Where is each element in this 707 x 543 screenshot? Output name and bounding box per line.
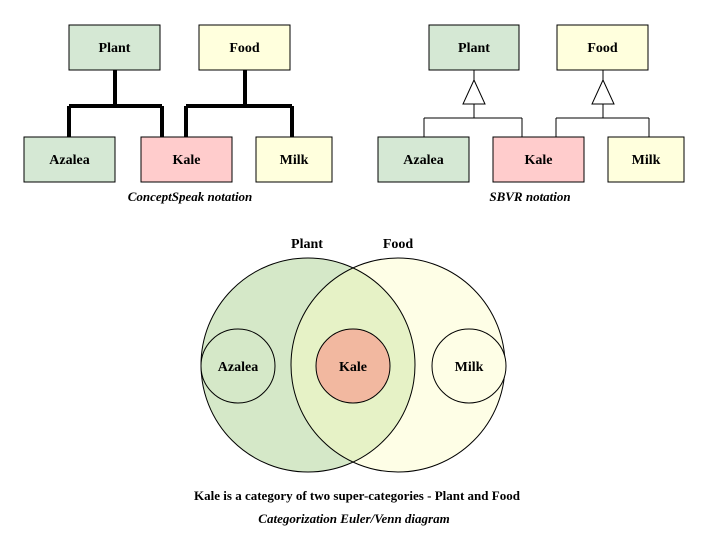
sbvr-node-milk bbox=[607, 136, 685, 183]
generalization-arrow-plant bbox=[462, 78, 486, 105]
connector-plant-children bbox=[67, 70, 164, 137]
cs-node-plant bbox=[68, 24, 161, 71]
conceptspeak-caption: ConceptSpeak notation bbox=[128, 189, 253, 204]
sbvr-node-food-label: Food bbox=[587, 41, 618, 56]
sbvr-node-plant-label: Plant bbox=[458, 41, 490, 56]
cs-node-plant-label: Plant bbox=[99, 41, 131, 56]
venn-food-label: Food bbox=[383, 237, 414, 252]
generalization-arrow-food bbox=[591, 78, 615, 105]
venn-diagram: Plant Food Azalea Kale Milk Kale is a ca… bbox=[194, 237, 521, 526]
conceptspeak-diagram: Plant Food Azalea Kale Milk ConceptSpeak… bbox=[23, 24, 333, 204]
sbvr-caption: SBVR notation bbox=[489, 189, 570, 204]
sbvr-node-plant bbox=[428, 24, 520, 71]
cs-node-kale bbox=[140, 136, 233, 183]
sbvr-node-kale-label: Kale bbox=[525, 153, 553, 168]
cs-node-food-label: Food bbox=[229, 41, 260, 56]
cs-node-kale-label: Kale bbox=[173, 153, 201, 168]
sbvr-connectors bbox=[423, 70, 650, 137]
venn-plant-label: Plant bbox=[291, 237, 323, 252]
venn-summary: Kale is a category of two super-categori… bbox=[194, 488, 521, 503]
venn-kale-label: Kale bbox=[339, 360, 367, 375]
cs-node-milk-label: Milk bbox=[280, 153, 309, 168]
sbvr-node-azalea-label: Azalea bbox=[403, 153, 443, 168]
venn-kale-set bbox=[315, 328, 391, 404]
venn-overlap-region bbox=[291, 258, 415, 472]
sbvr-node-food bbox=[556, 24, 649, 71]
cs-node-milk bbox=[255, 136, 333, 183]
venn-azalea-label: Azalea bbox=[218, 360, 258, 375]
sbvr-node-azalea bbox=[377, 136, 470, 183]
cs-node-azalea bbox=[23, 136, 116, 183]
connector-food-children bbox=[184, 70, 294, 137]
venn-caption: Categorization Euler/Venn diagram bbox=[258, 511, 449, 526]
cs-node-food bbox=[198, 24, 291, 71]
sbvr-diagram: Plant Food Azalea Kale Milk SBVR notatio… bbox=[377, 24, 685, 204]
sbvr-connector-food bbox=[555, 70, 650, 137]
venn-azalea-set bbox=[200, 328, 276, 404]
venn-milk-label: Milk bbox=[455, 360, 484, 375]
conceptspeak-connectors bbox=[67, 70, 294, 137]
venn-milk-set bbox=[431, 328, 507, 404]
sbvr-node-milk-label: Milk bbox=[632, 153, 661, 168]
cs-node-azalea-label: Azalea bbox=[49, 153, 89, 168]
sbvr-connector-plant bbox=[423, 70, 523, 137]
sbvr-node-kale bbox=[492, 136, 585, 183]
